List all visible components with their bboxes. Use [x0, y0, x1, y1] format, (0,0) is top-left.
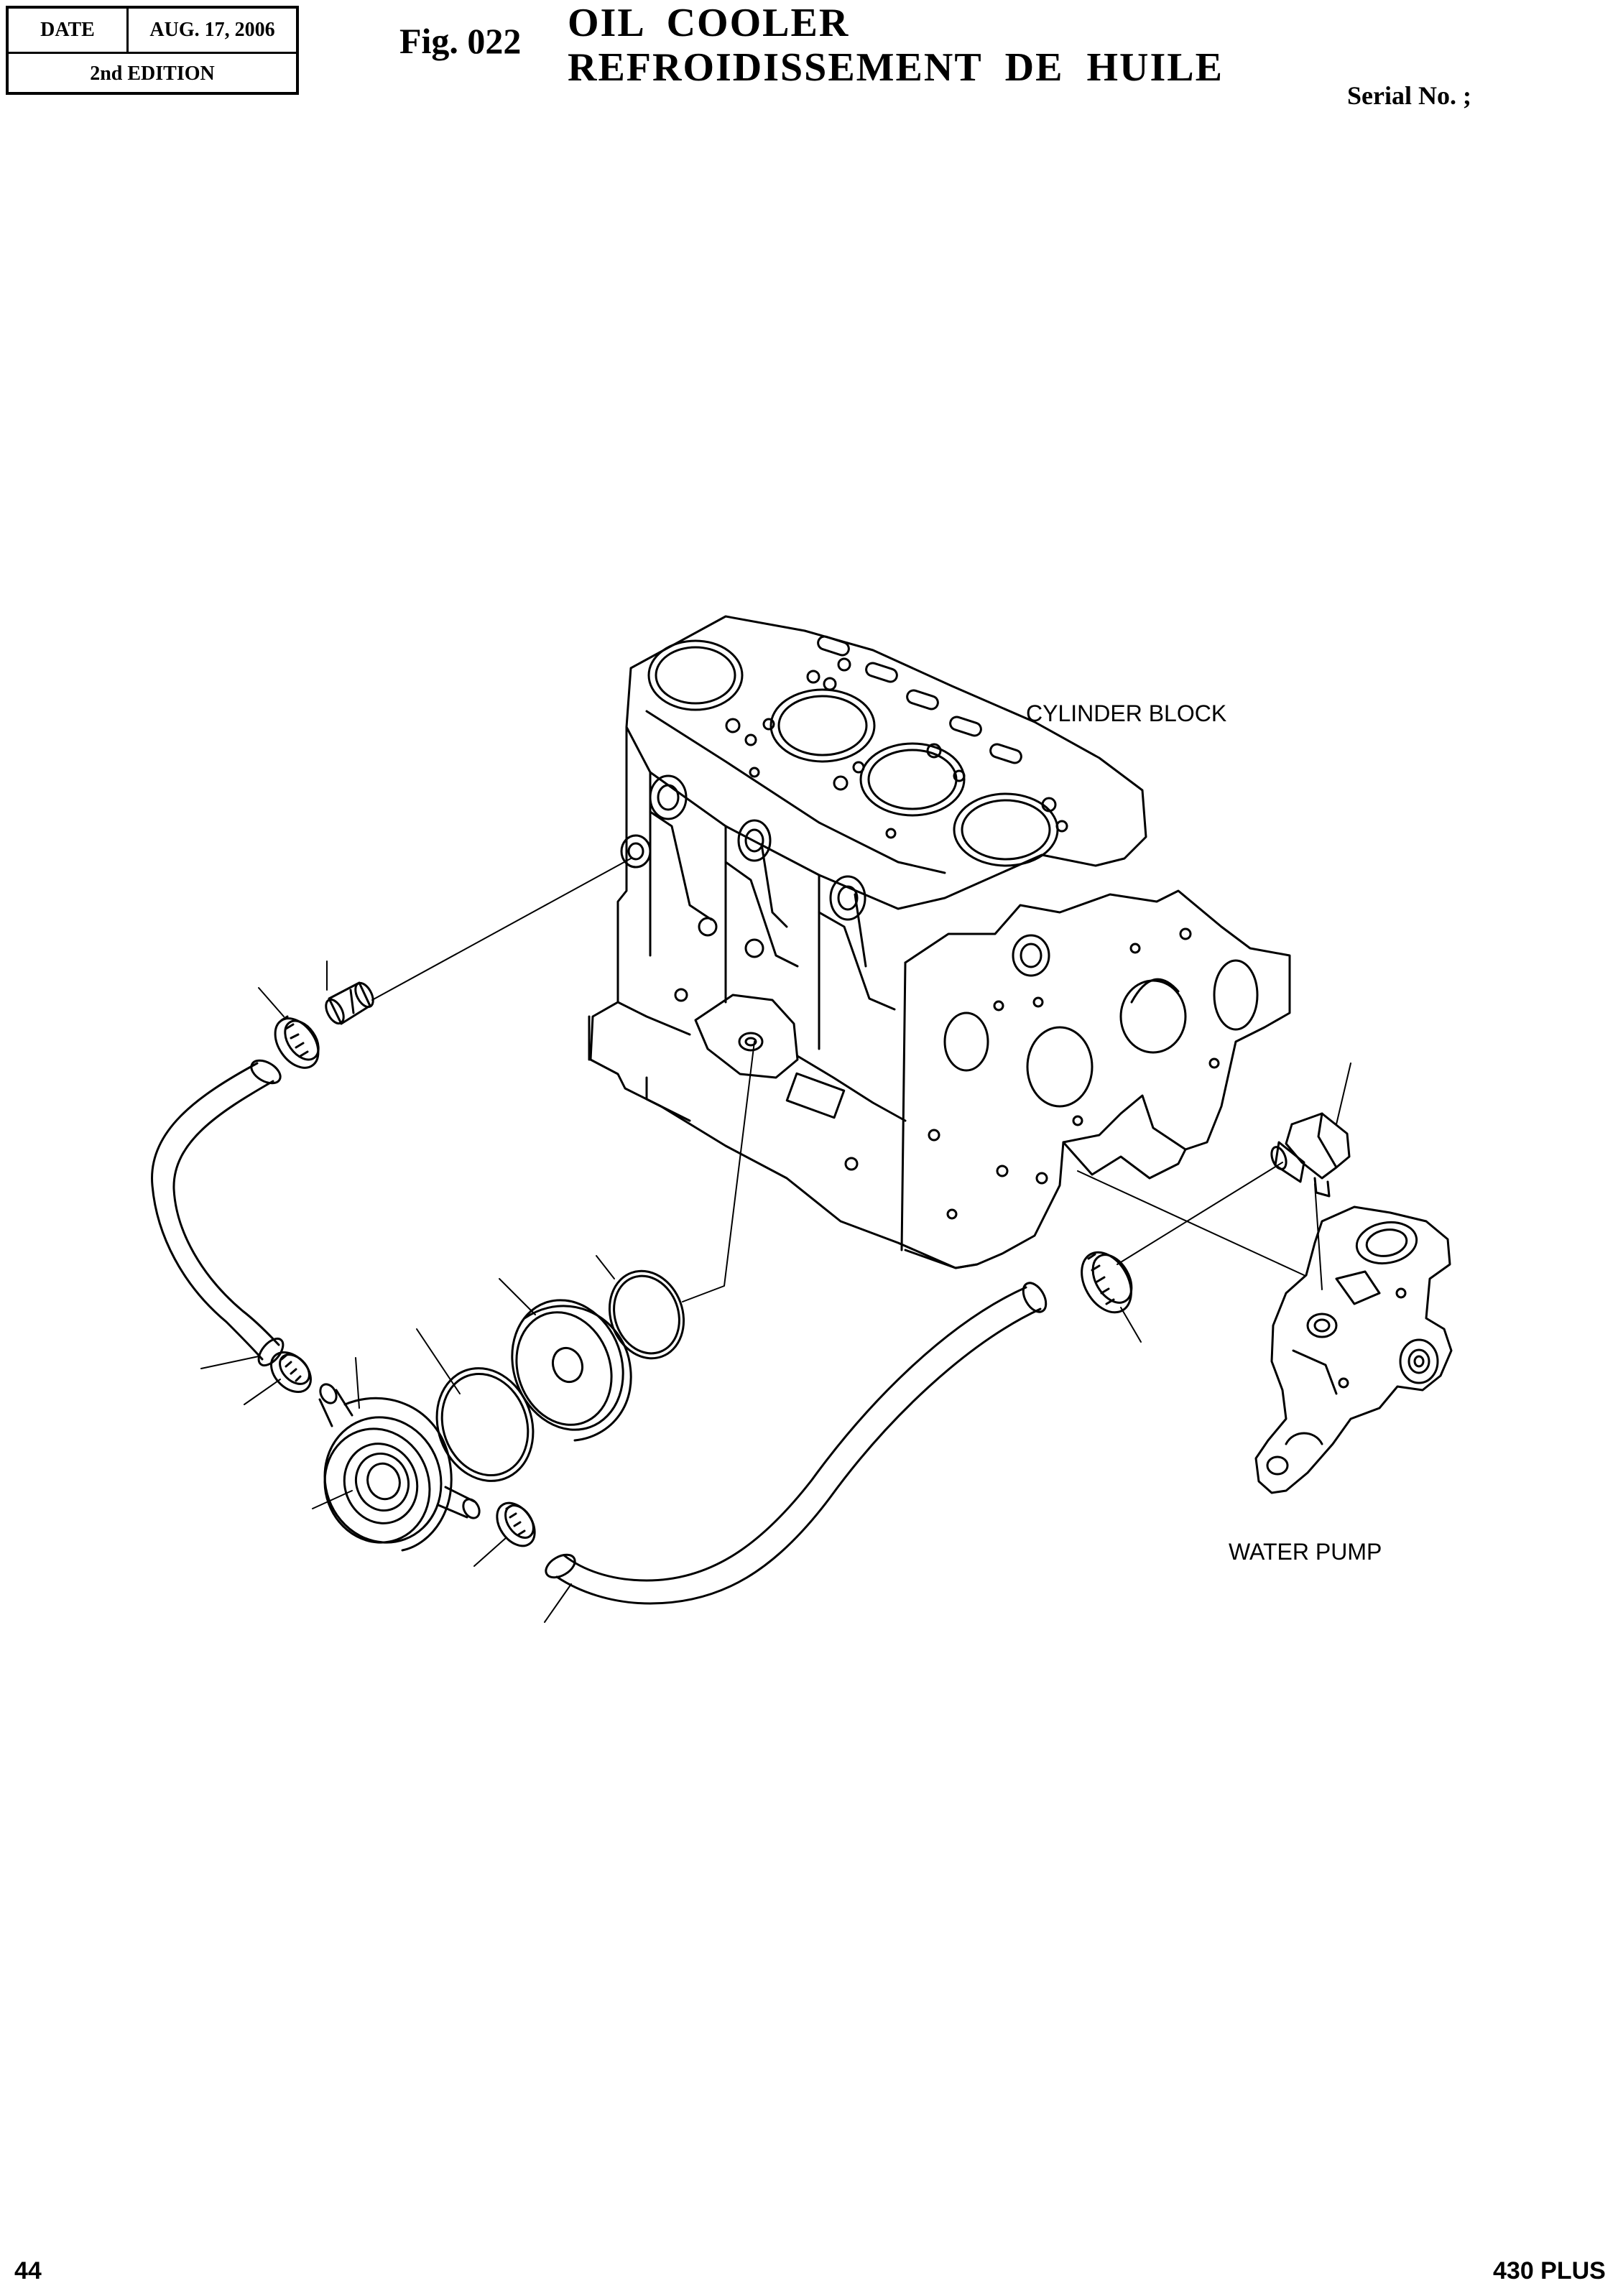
cylinder-block: [589, 616, 1290, 1268]
hose-clamp-water-pump: [1072, 1244, 1142, 1321]
title-french: REFROIDISSEMENT DE HUILE: [568, 45, 1224, 90]
hose-lower: [542, 1279, 1050, 1603]
serial-number: Serial No. ;: [1347, 81, 1471, 110]
o-ring-front: [422, 1355, 549, 1495]
edition-box: DATE AUG. 17, 2006 2nd EDITION: [6, 6, 299, 95]
water-pump: [1256, 1207, 1451, 1493]
date-label: DATE: [9, 9, 129, 52]
elbow-fitting: [1269, 1114, 1349, 1196]
water-pump-label: WATER PUMP: [1229, 1539, 1382, 1565]
model-name: 430 PLUS: [1493, 2257, 1606, 2285]
edition-label: 2nd EDITION: [90, 62, 215, 85]
figure-number: Fig. 022: [399, 21, 522, 61]
pipe-nipple: [323, 980, 377, 1026]
title-english: OIL COOLER: [568, 1, 850, 45]
date-value: AUG. 17, 2006: [149, 19, 275, 41]
oil-cooler: [308, 1381, 483, 1559]
hose-clamp-lower-left: [264, 1345, 318, 1399]
page-number: 44: [14, 2257, 42, 2285]
hose-clamp-oil-cooler-outlet: [489, 1496, 542, 1552]
hose-upper-left: [152, 1056, 288, 1370]
hose-clamp-upper-left: [267, 1011, 328, 1076]
date-row: DATE AUG. 17, 2006: [9, 9, 296, 54]
leader-lines: [201, 858, 1351, 1622]
oil-cooler-cover: [494, 1284, 641, 1445]
cylinder-block-label: CYLINDER BLOCK: [1026, 700, 1227, 726]
